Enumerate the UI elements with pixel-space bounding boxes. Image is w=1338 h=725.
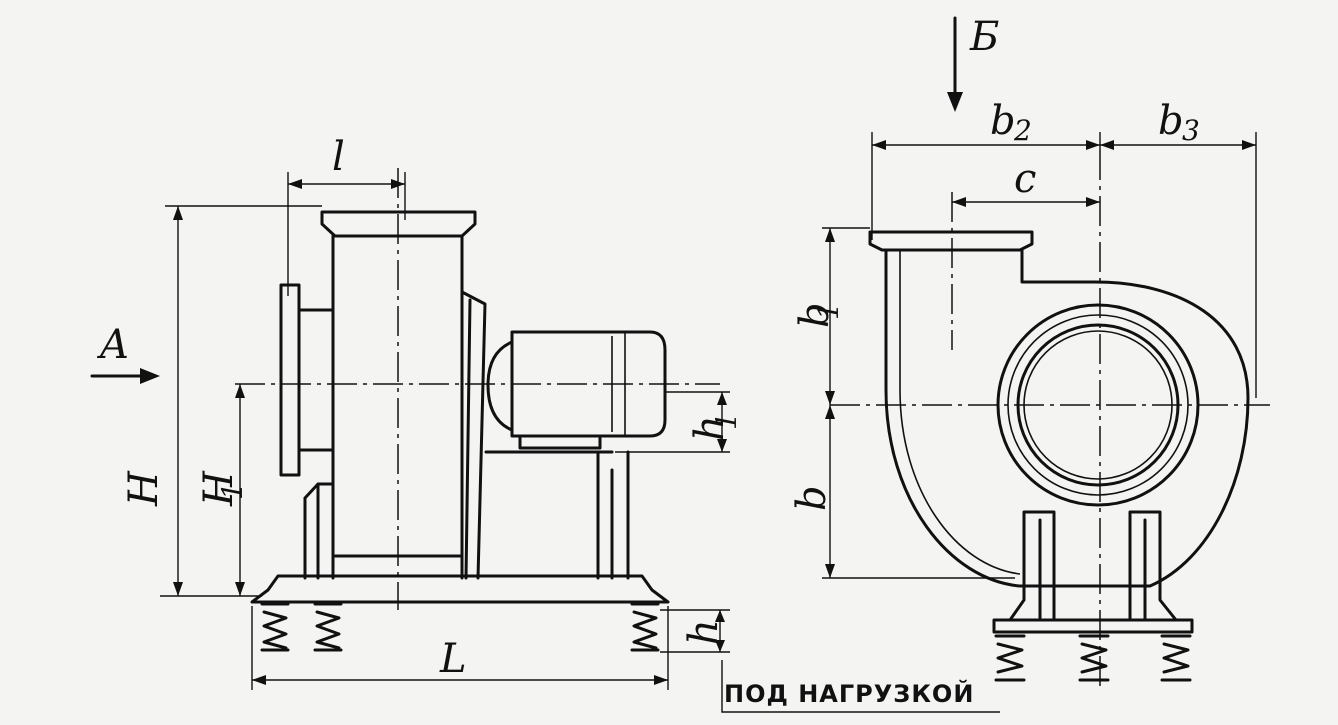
dim-label-H: H [121,470,167,507]
dim-label-b2-sub: 2 [1013,114,1032,147]
front-view [830,150,1270,690]
side-motor-feet [484,434,614,454]
caption-leader [721,660,1000,713]
front-leg-right [1128,510,1178,622]
side-view [235,168,720,652]
side-view-dimensions: l H H 1 h 1 h L A [90,134,743,690]
side-spring-middle [313,602,343,652]
dim-label-h1-sub: 1 [710,412,743,430]
view-arrow-B-label: Б [969,14,999,60]
front-spring-middle [1078,634,1110,682]
side-motor-body [510,330,667,438]
dim-label-h1: h [687,415,733,441]
side-motor-plate [460,290,487,580]
side-spring-right [630,602,660,652]
side-motor-stand [596,450,630,580]
dim-label-b3-sub: 3 [1182,114,1200,147]
side-left-support [303,482,335,580]
dim-label-H1-sub: 1 [216,482,249,500]
front-view-dimensions: b 2 b 3 c b 1 b Б [789,14,1257,579]
front-volute [884,248,1250,588]
caption-block: ПОД НАГРУЗКОЙ [721,660,1000,713]
front-spring-right [1160,634,1192,682]
front-base [992,618,1194,634]
dim-label-b: b [789,485,835,511]
dim-label-c: c [1014,156,1036,202]
dim-label-h: h [681,619,727,645]
view-arrow-A-label: A [96,322,129,368]
side-inlet-flange [279,283,301,477]
side-base-frame [250,574,670,604]
front-outlet-flange [868,230,1034,252]
dim-label-l: l [332,134,345,180]
front-volute-inner [899,250,1021,575]
dim-label-H1: H [196,470,242,507]
dim-label-b3: b [1158,98,1184,144]
side-spring-left [260,602,290,652]
front-leg-left [1008,510,1056,622]
front-spring-left [994,634,1026,682]
dim-label-b2: b [990,98,1016,144]
side-inlet-pipe [297,308,335,452]
caption-under-load: ПОД НАГРУЗКОЙ [724,679,974,708]
dim-label-L: L [439,636,467,682]
side-motor-endcap [486,340,514,432]
dim-label-b1-sub: 1 [812,302,845,320]
dim-label-b1: b [792,302,838,328]
